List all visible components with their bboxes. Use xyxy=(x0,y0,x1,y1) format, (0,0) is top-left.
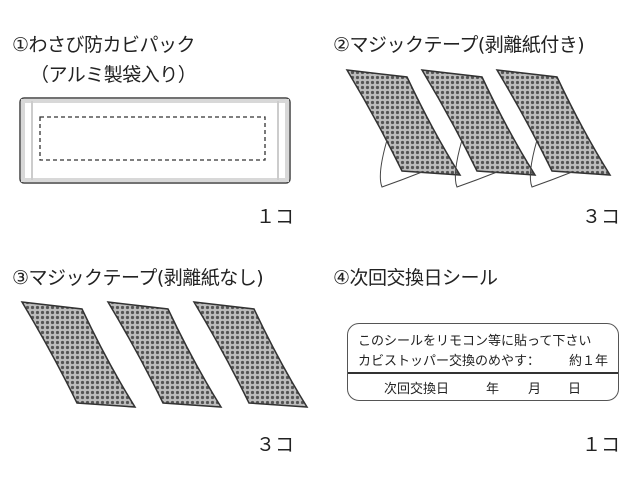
next-exchange-sticker: このシールをリモコン等に貼って下さい カビストッパー交換のめやす： 約１年 次回… xyxy=(347,323,619,401)
magic-tape-without-paper xyxy=(192,301,309,408)
item4-title: ④次回交換日シール xyxy=(333,267,498,289)
magic-tape-without-paper xyxy=(106,301,223,408)
release-paper-curl xyxy=(379,139,423,188)
item1-quantity: １コ xyxy=(256,206,295,228)
magic-tape-with-paper-images xyxy=(345,69,612,188)
sticker-month: 月 xyxy=(528,382,542,397)
wasabi-pack-image xyxy=(19,97,291,184)
item2-quantity: ３コ xyxy=(582,206,621,228)
sticker-divider xyxy=(348,372,618,374)
sticker-date-label: 次回交換日 xyxy=(384,382,450,397)
magic-tape-without-paper xyxy=(20,301,137,408)
item4-quantity: １コ xyxy=(582,434,621,456)
magic-tape-with-paper xyxy=(345,69,462,176)
release-paper-curl xyxy=(454,139,498,188)
item1-title-line1: ①わさび防カビパック xyxy=(12,34,196,56)
item3-quantity: ３コ xyxy=(256,434,295,456)
sticker-instruction: このシールをリモコン等に貼って下さい xyxy=(358,334,592,349)
magic-tape-without-paper-images xyxy=(20,301,309,408)
item1-title-line2: （アルミ製袋入り） xyxy=(30,64,197,86)
item3-title: ③マジックテープ(剥離紙なし) xyxy=(12,267,264,289)
magic-tape-with-paper xyxy=(495,69,612,176)
item2-title: ②マジックテープ(剥離紙付き) xyxy=(333,34,585,56)
magic-tape-with-paper xyxy=(420,69,537,176)
sticker-day: 日 xyxy=(568,382,582,397)
release-paper-curl xyxy=(529,139,573,188)
sticker-guideline: カビストッパー交換のめやす： xyxy=(358,354,541,369)
sticker-guideline-value: 約１年 xyxy=(568,354,608,369)
sticker-year: 年 xyxy=(486,382,500,397)
